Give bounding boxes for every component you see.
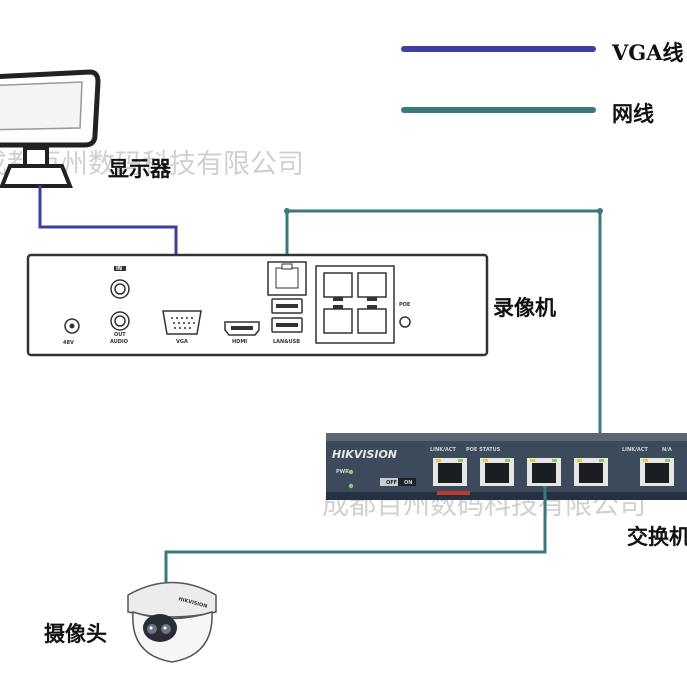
switch-brand-logo: HIKVISION — [332, 448, 398, 461]
switch-box — [326, 433, 687, 500]
nvr-hdmi-label: HDMI — [232, 339, 248, 345]
monitor-label: 显示器 — [108, 156, 171, 181]
switch-linkact2-label: LINK/ACT — [622, 447, 648, 453]
nvr-audio-label: AUDIO — [110, 339, 129, 345]
monitor-icon — [0, 69, 101, 188]
lan-cable-switch-camera — [164, 486, 547, 585]
switch-on-label: ON — [404, 480, 413, 486]
legend-lan-label: 网线 — [612, 101, 654, 126]
nvr-vga-label: VGA — [176, 339, 188, 345]
camera-icon — [127, 581, 217, 663]
switch-poestatus-label: POE STATUS — [466, 447, 501, 453]
nvr-lanusb-label: LAN&USB — [273, 339, 301, 345]
lan-cable-nvr-switch — [285, 209, 602, 462]
nvr-power-label: 48V — [63, 340, 74, 346]
switch-off-label: OFF — [386, 480, 398, 486]
camera-label: 摄像头 — [44, 621, 107, 646]
nvr-label: 录像机 — [493, 295, 556, 320]
switch-linkact-label: LINK/ACT — [430, 447, 456, 453]
nvr-poe-label: POE — [399, 302, 411, 308]
switch-na-label: N/A — [662, 447, 672, 453]
nvr-out-label: OUT — [114, 332, 126, 338]
nvr-box — [26, 253, 489, 357]
switch-label: 交换机 — [627, 524, 687, 549]
legend-vga-label: VGA线 — [612, 40, 684, 65]
nvr-in-label: IN — [116, 266, 123, 272]
switch-pwr-label: PWR — [336, 469, 350, 475]
